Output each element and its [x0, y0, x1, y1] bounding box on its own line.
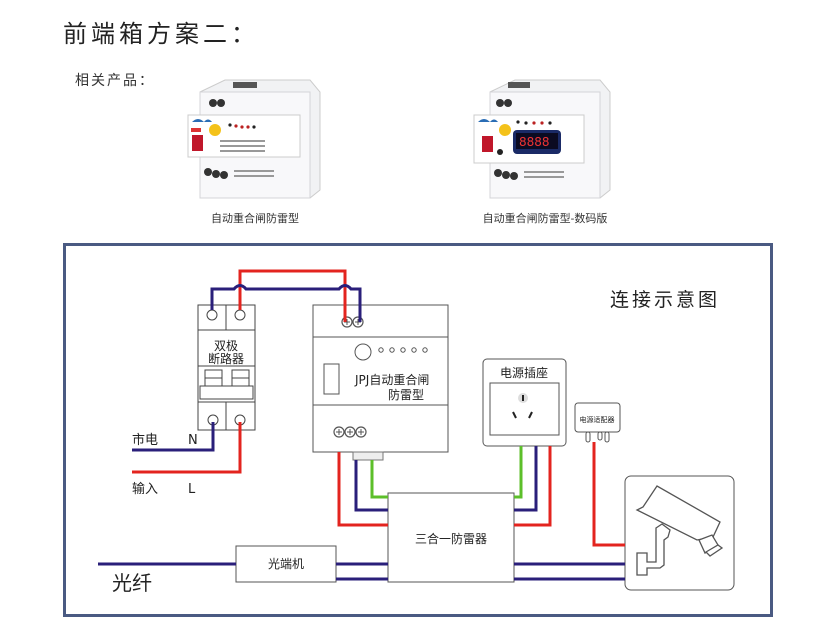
- wire-adapter-camera: [592, 442, 625, 547]
- neutral-label: N: [188, 433, 198, 448]
- optical-terminal-label: 光端机: [268, 557, 304, 571]
- related-products-label: 相关产品：: [75, 73, 155, 89]
- product-image-digital: 8888: [473, 79, 611, 199]
- wire-live-surge-socket: [514, 446, 552, 527]
- product-caption-digital: 自动重合闸防雷型-数码版: [482, 212, 608, 225]
- surge-label: 三合一防雷器: [415, 531, 487, 546]
- diagram-frame: [63, 243, 773, 617]
- breaker-label-line2: 断路器: [208, 351, 244, 366]
- mains-label: 市电: [132, 432, 158, 448]
- wires: [98, 269, 625, 581]
- optical-terminal: 光端机: [235, 545, 337, 583]
- wire-neutral-in: [132, 422, 215, 452]
- wire-neutral-top: [210, 284, 362, 322]
- cctv-camera-icon: [635, 485, 724, 576]
- svg-text:8888: 8888: [519, 135, 550, 149]
- device-label-line1: JPJ自动重合闸: [354, 372, 429, 387]
- breaker-label-line1: 双极: [214, 339, 238, 353]
- power-socket: 电源插座: [482, 358, 567, 447]
- wire-live-in: [132, 422, 242, 474]
- camera-box: [624, 475, 735, 591]
- product-caption-standard: 自动重合闸防雷型: [211, 212, 299, 225]
- jpj-recloser-device: JPJ自动重合闸 防雷型: [312, 304, 449, 461]
- wire-neutral-surge-socket: [514, 446, 538, 512]
- diagram-title: 连接示意图: [610, 289, 720, 311]
- power-adapter: 电源适配器: [574, 402, 621, 443]
- input-label: 输入: [132, 481, 158, 497]
- fiber-label: 光纤: [112, 571, 152, 595]
- product-image-standard: [187, 79, 321, 199]
- page-title: 前端箱方案二：: [63, 20, 259, 48]
- product-digital: 8888 自动重合闸防雷型-数码版: [460, 70, 630, 230]
- device-label-line2: 防雷型: [388, 387, 424, 402]
- wire-ground-surge-socket: [514, 446, 523, 499]
- wire-live-device-surge: [337, 452, 388, 527]
- wire-neutral-device-surge: [354, 460, 388, 512]
- adapter-label: 电源适配器: [580, 415, 615, 424]
- three-in-one-surge-protector: 三合一防雷器: [387, 492, 515, 583]
- double-pole-breaker: 双极 断路器: [197, 304, 256, 431]
- product-standard: 自动重合闸防雷型: [170, 70, 340, 230]
- wire-ground-device-surge: [370, 460, 388, 499]
- socket-label: 电源插座: [500, 365, 548, 380]
- wire-live-top: [238, 269, 347, 322]
- live-label: L: [188, 482, 196, 497]
